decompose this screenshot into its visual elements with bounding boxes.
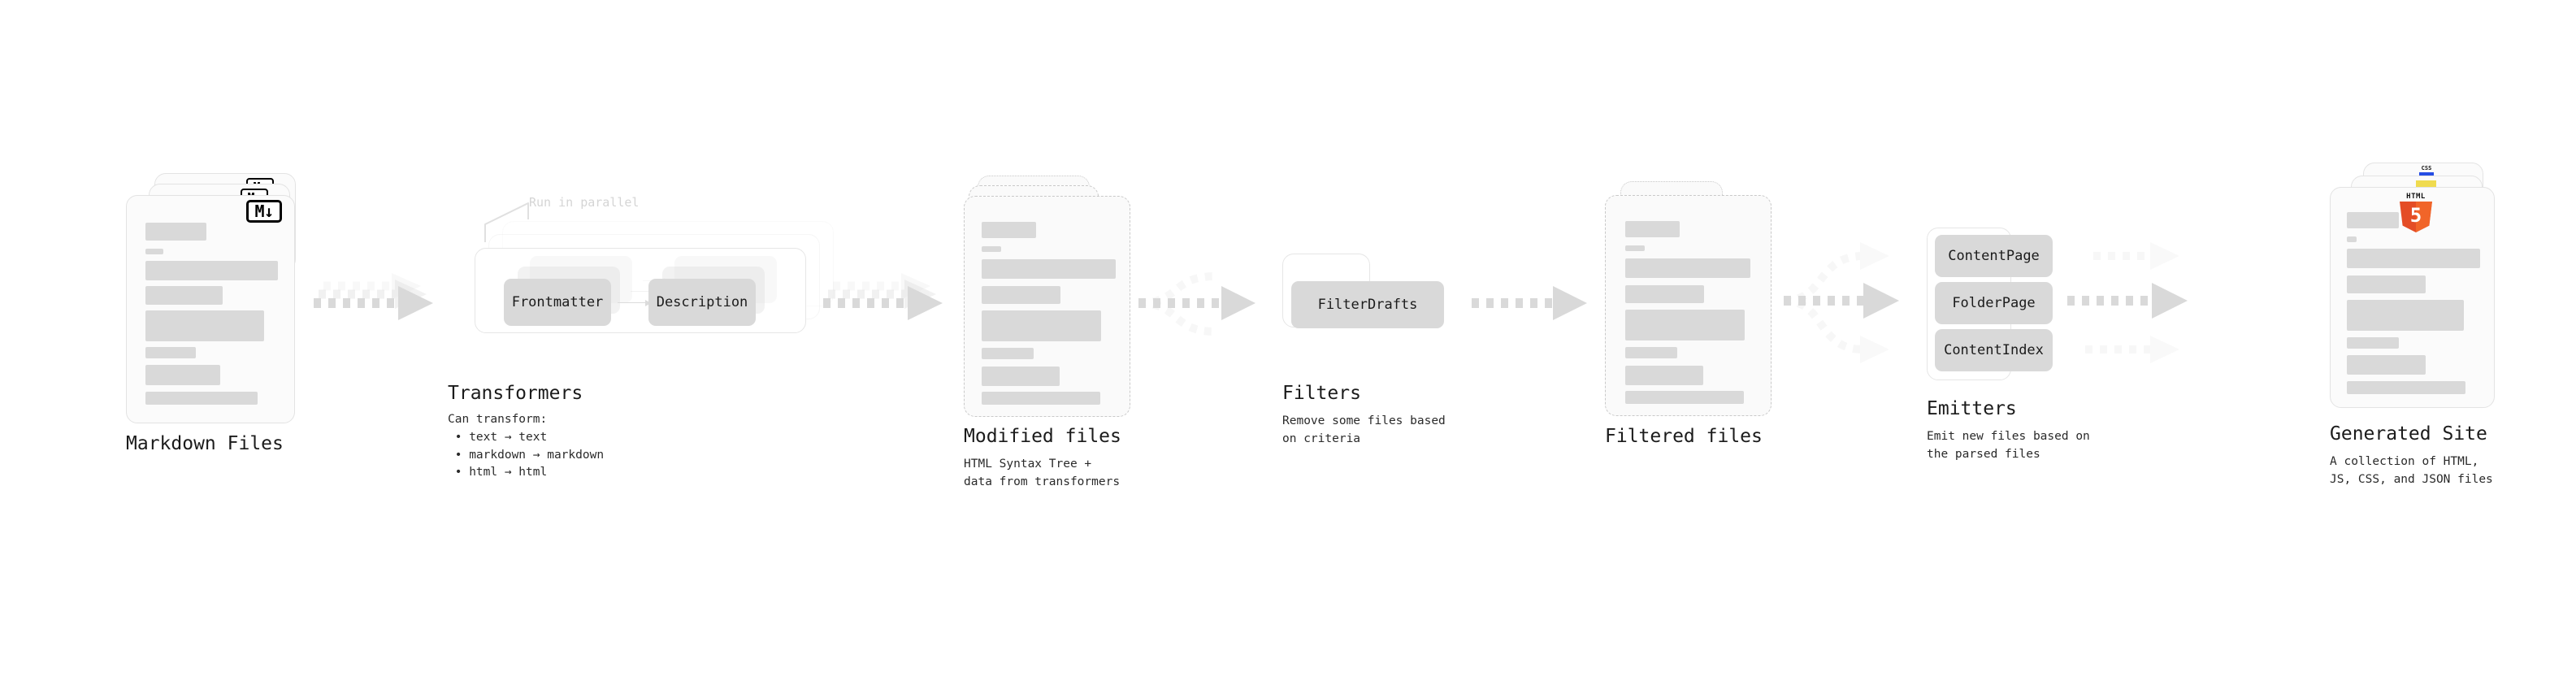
file-sheet-front: [126, 195, 295, 423]
html5-icon-label: HTML: [2406, 193, 2426, 201]
stage-title-modified-files: Modified files: [964, 426, 1121, 447]
stage-subtitle-generated-site: A collection of HTML, JS, CSS, and JSON …: [2330, 455, 2493, 486]
content-bar: [2347, 212, 2399, 228]
emitter-chip-contentpage[interactable]: ContentPage: [1935, 235, 2053, 277]
connector-filters-to-filtered: [1467, 258, 1605, 348]
content-bar: [1625, 221, 1680, 237]
connector-emitters-to-site: [2064, 236, 2218, 374]
content-bar: [145, 286, 223, 305]
content-bar: [2347, 381, 2465, 394]
content-bar: [982, 348, 1034, 359]
content-bar: [982, 310, 1101, 341]
css-icon-label: CSS: [2421, 165, 2432, 171]
run-in-parallel-label: Run in parallel: [529, 195, 640, 210]
stage-title-filtered-files: Filtered files: [1605, 426, 1763, 447]
content-bar: [982, 392, 1100, 405]
content-bar: [982, 286, 1060, 304]
content-bar: [2347, 249, 2480, 268]
content-bar: [2347, 236, 2357, 242]
run-in-parallel-bracket: [481, 192, 579, 249]
stage-title-generated-site: Generated Site: [2330, 423, 2487, 445]
emitter-chip-folderpage[interactable]: FolderPage: [1935, 282, 2053, 324]
content-bar: [145, 261, 278, 280]
content-bar: [145, 365, 220, 385]
css-icon: CSS: [2419, 165, 2434, 176]
content-bar: [1625, 347, 1677, 358]
html5-icon: HTML 5: [2400, 193, 2432, 233]
stage-subtitle-transformers: Can transform: • text → text • markdown …: [448, 413, 605, 479]
content-bar: [2347, 275, 2426, 293]
transformer-inner-arrow: [618, 300, 651, 306]
stage-title-emitters: Emitters: [1927, 398, 2017, 419]
content-bar: [2347, 337, 2399, 349]
content-bar: [145, 392, 258, 405]
content-bar: [145, 310, 264, 341]
content-bar: [1625, 285, 1704, 303]
stage-subtitle-filters: Remove some files based on criteria: [1282, 414, 1446, 445]
content-bar: [1625, 258, 1750, 278]
content-bar: [1625, 245, 1645, 251]
connector-modified-to-filters: [1134, 258, 1296, 348]
filter-chip-filterdrafts[interactable]: FilterDrafts: [1291, 281, 1444, 328]
content-bar: [145, 223, 206, 241]
stage-title-markdown-files: Markdown Files: [126, 433, 284, 454]
transformer-chip-frontmatter[interactable]: Frontmatter: [504, 279, 611, 326]
content-bar: [1625, 391, 1744, 404]
connector-transformers-to-modified: [817, 260, 963, 341]
emitter-chip-contentindex[interactable]: ContentIndex: [1935, 329, 2053, 371]
connector-filtered-to-emitters: [1776, 236, 1930, 374]
content-bar: [982, 246, 1001, 252]
content-bar: [145, 347, 196, 358]
transformer-chip-description[interactable]: Description: [648, 279, 756, 326]
content-bar: [2347, 300, 2464, 331]
content-bar: [1625, 310, 1745, 340]
markdown-icon: M↓: [246, 200, 282, 223]
file-sheet-front: [1605, 195, 1772, 416]
html5-icon-digit: 5: [2409, 204, 2422, 227]
stage-subtitle-emitters: Emit new files based on the parsed files: [1927, 430, 2090, 461]
connector-md-to-transformers: [307, 260, 453, 341]
content-bar: [1625, 366, 1703, 385]
content-bar: [982, 367, 1060, 386]
content-bar: [982, 259, 1116, 279]
stage-subtitle-modified-files: HTML Syntax Tree + data from transformer…: [964, 458, 1121, 488]
stage-title-filters: Filters: [1282, 383, 1361, 404]
content-bar: [2347, 355, 2426, 375]
file-sheet-front: [964, 196, 1130, 417]
stage-title-transformers: Transformers: [448, 383, 583, 404]
content-bar: [145, 249, 163, 254]
content-bar: [982, 222, 1036, 238]
